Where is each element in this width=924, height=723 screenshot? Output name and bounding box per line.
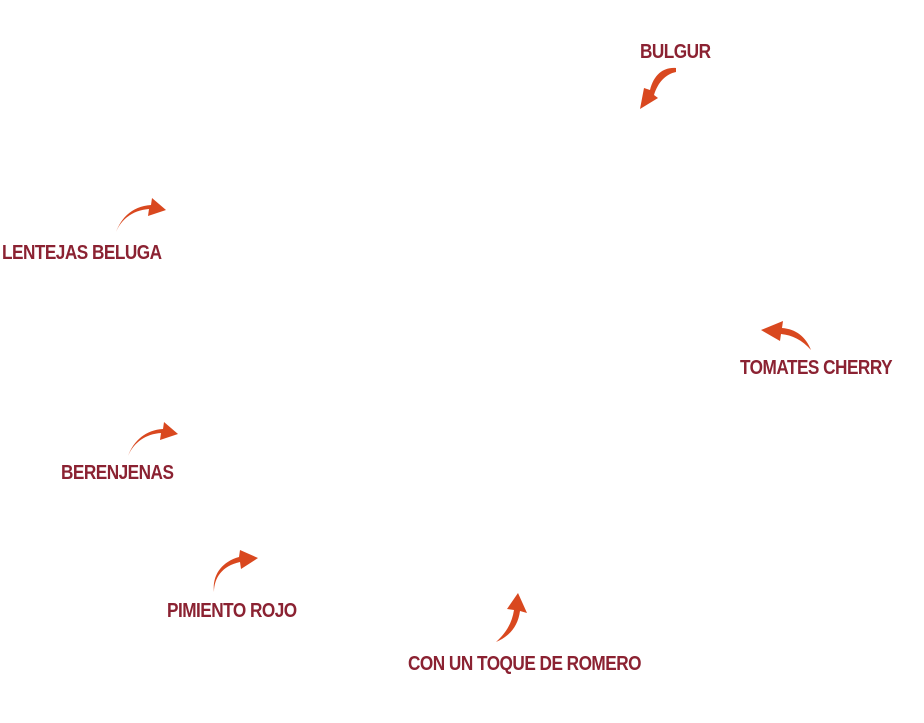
- curved-arrow-up-right-icon: [128, 422, 178, 456]
- curved-arrow-up-icon: [496, 593, 527, 642]
- label-berenjenas: BERENJENAS: [61, 462, 174, 484]
- curved-arrow-up-right-icon: [116, 198, 166, 232]
- label-con-un-toque-de-romero: CON UN TOQUE DE ROMERO: [408, 653, 641, 675]
- label-tomates-cherry: TOMATES CHERRY: [740, 357, 893, 379]
- label-pimiento-rojo: PIMIENTO ROJO: [167, 600, 297, 622]
- label-lentejas-beluga: LENTEJAS BELUGA: [2, 242, 162, 264]
- label-bulgur: BULGUR: [640, 41, 711, 63]
- curved-arrow-up-right-icon: [213, 550, 258, 592]
- curved-arrow-down-left-icon: [640, 67, 676, 109]
- curved-arrow-up-left-icon: [761, 321, 811, 350]
